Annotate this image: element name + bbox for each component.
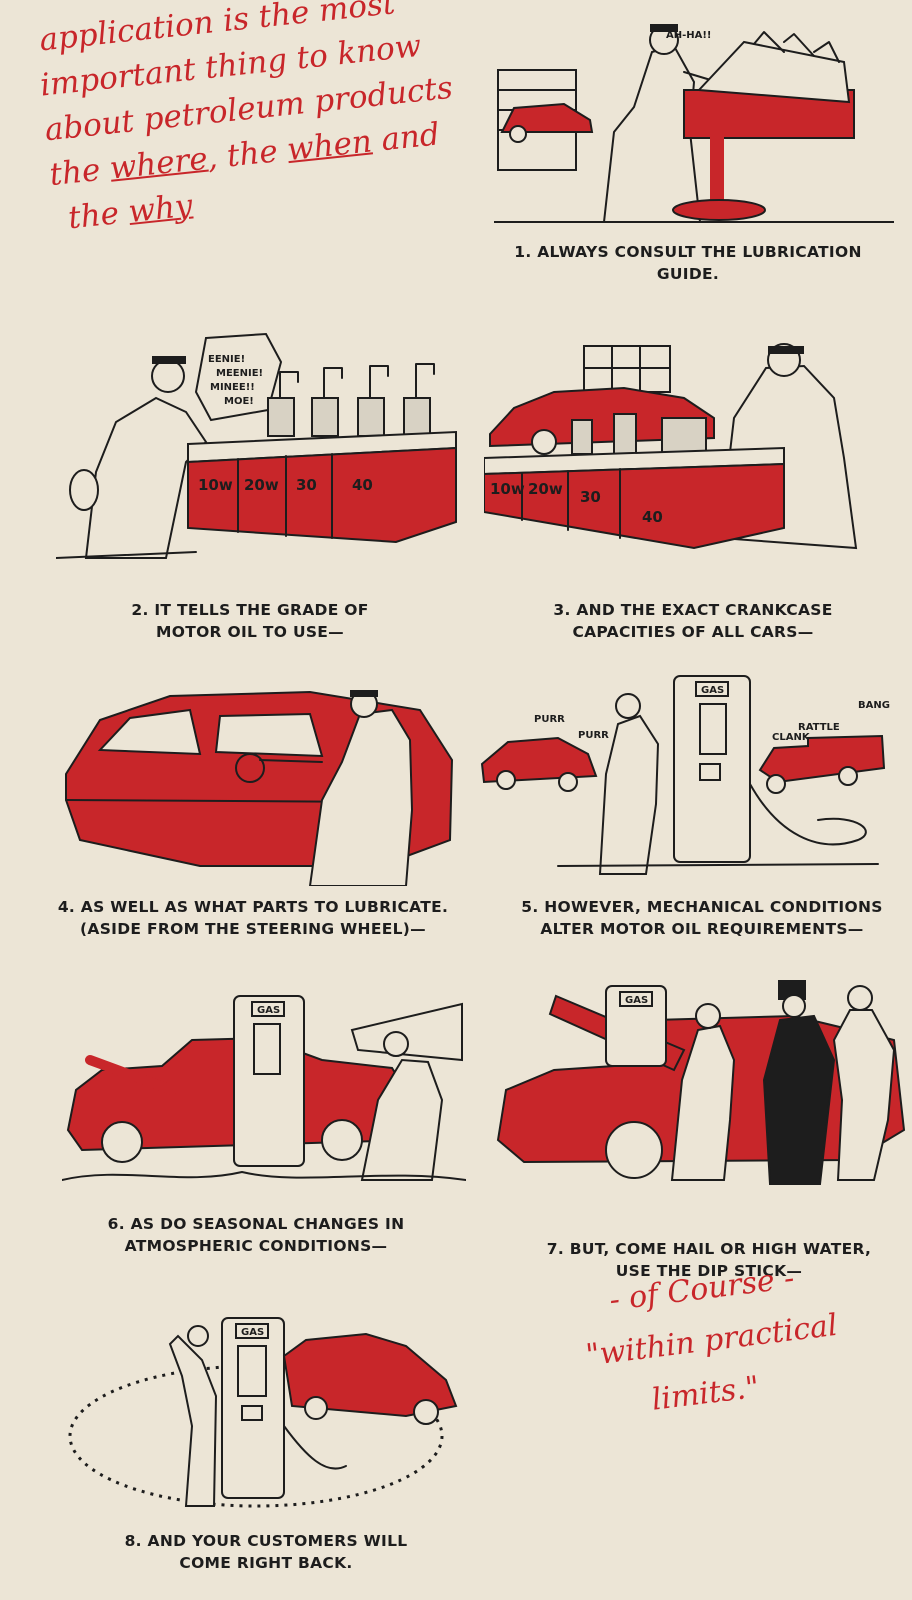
svg-text:EENIE!: EENIE! <box>208 354 245 365</box>
footnote-line-3: limits." <box>649 1369 762 1418</box>
attendant-at-car-door-illustration <box>65 690 454 886</box>
svg-text:PURR: PURR <box>534 714 565 725</box>
grade-label-20w: 20w <box>244 476 279 494</box>
pump-with-cars-illustration: PURR PURR GAS CLANK RATTLE BANG <box>480 675 890 875</box>
panel-4-caption: 4. AS WELL AS WHAT PARTS TO LUBRICATE. (… <box>57 898 449 938</box>
svg-text:CLANK: CLANK <box>772 732 811 743</box>
grade-label-30: 30 <box>296 476 317 494</box>
svg-text:BANG: BANG <box>858 700 890 711</box>
svg-text:RATTLE: RATTLE <box>798 722 840 733</box>
attendant-reading-guide-illustration: AH-HA!! <box>494 24 894 223</box>
panel-8-illustration: GAS <box>66 1316 486 1532</box>
car-circling-pump-illustration: GAS <box>68 1317 458 1508</box>
panel-3-caption: 3. AND THE EXACT CRANKCASE CAPACITIES OF… <box>553 601 833 641</box>
footnote-handwriting: - of Course - "within practical limits." <box>578 1259 846 1423</box>
crankcase-label-10w: 10w <box>490 480 525 498</box>
dip-stick-customers-illustration: GAS <box>496 980 906 1185</box>
why-word: why <box>126 187 195 231</box>
panel-7-caption: 7. BUT, COME HAIL OR HIGH WATER, USE THE… <box>546 1240 872 1280</box>
panel-6-illustration: GAS <box>62 990 466 1210</box>
gas-pump: GAS <box>673 675 751 863</box>
panel-2-caption: 2. IT TELLS THE GRADE OF MOTOR OIL TO US… <box>131 601 369 641</box>
intro-handwriting: application is the most important thing … <box>34 0 464 236</box>
snowy-gas-pump: GAS <box>233 995 305 1167</box>
pump-label-text-8: GAS <box>241 1327 264 1338</box>
footnote-line-2: "within practical <box>583 1307 840 1374</box>
panel-1-caption: 1. ALWAYS CONSULT THE LUBRICATION GUIDE. <box>514 243 862 283</box>
final-gas-pump: GAS <box>221 1317 285 1499</box>
pump-label-text: GAS <box>701 685 724 696</box>
svg-text:MINEE!!: MINEE!! <box>210 382 255 393</box>
crankcase-label-30: 30 <box>580 488 601 506</box>
snowy-pump-scene-illustration: GAS <box>62 995 466 1181</box>
dip-stick-gas-pump: GAS <box>605 985 667 1067</box>
pump-label-text-6: GAS <box>257 1005 280 1016</box>
grade-label-10w: 10w <box>198 476 233 494</box>
panel-3-illustration: 10w 20w 30 40 <box>484 338 898 568</box>
attendant-pouring-oil-illustration: 10w 20w 30 40 <box>484 343 858 550</box>
svg-text:MEENIE!: MEENIE! <box>216 368 263 379</box>
svg-text:MOE!: MOE! <box>224 396 254 407</box>
panel-1-illustration: AH-HA!! <box>494 12 894 234</box>
panel-4-illustration <box>60 690 462 886</box>
panel-5-caption: 5. HOWEVER, MECHANICAL CONDITIONS ALTER … <box>521 898 883 938</box>
grade-label-40: 40 <box>352 476 373 494</box>
panel-5-illustration: PURR PURR GAS CLANK RATTLE BANG <box>478 664 898 886</box>
oil-can-row <box>267 363 435 437</box>
crankcase-label-20w: 20w <box>528 480 563 498</box>
panel-6-caption: 6. AS DO SEASONAL CHANGES IN ATMOSPHERIC… <box>107 1215 405 1255</box>
panel-8-caption: 8. AND YOUR CUSTOMERS WILL COME RIGHT BA… <box>124 1532 408 1572</box>
attendant-choosing-oil-illustration: EENIE! MEENIE! MINEE!! MOE! 10w 20w 30 4… <box>56 332 457 559</box>
svg-text:PURR: PURR <box>578 730 609 741</box>
crankcase-label-40: 40 <box>642 508 663 526</box>
panel-2-illustration: EENIE! MEENIE! MINEE!! MOE! 10w 20w 30 4… <box>56 332 464 568</box>
where-word: where <box>108 140 210 187</box>
pump-label-text-7: GAS <box>625 995 648 1006</box>
panel-1-bubble-text: AH-HA!! <box>666 30 712 41</box>
when-word: when <box>285 123 374 169</box>
panel-7-illustration: GAS <box>494 980 908 1212</box>
